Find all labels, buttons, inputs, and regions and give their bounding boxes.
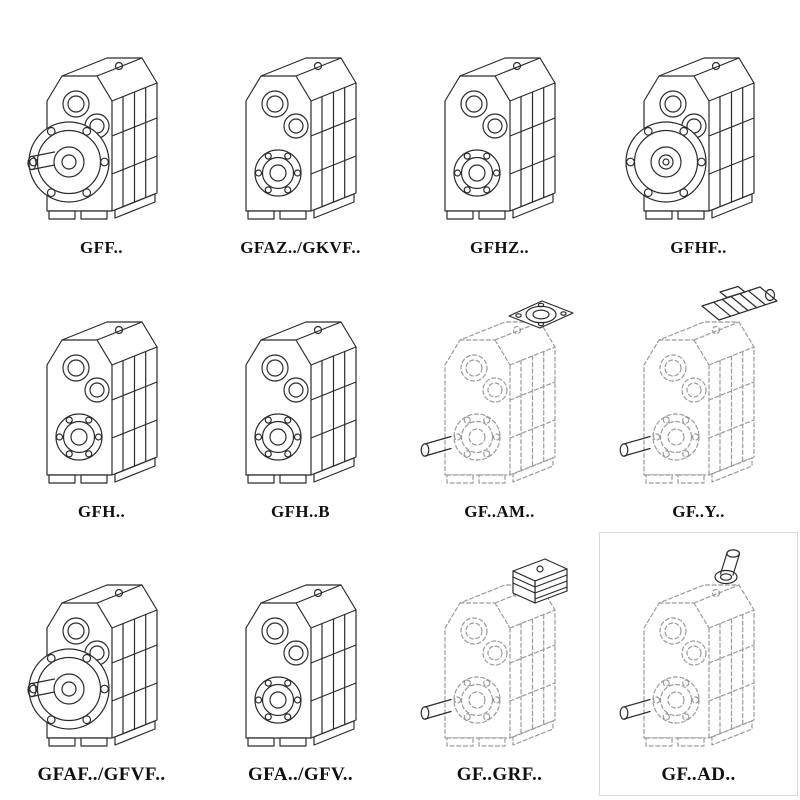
model-label: GFA../GFV.. xyxy=(247,764,354,785)
gearbox-line-art xyxy=(17,57,158,220)
model-label: GFHF.. xyxy=(670,238,727,257)
gearbox-drawing-input-shaft-adapter xyxy=(599,532,798,762)
model-label: GF..GRF.. xyxy=(456,764,543,785)
gearbox-drawing-with-motor xyxy=(599,268,798,500)
model-label: GF..AD.. xyxy=(661,764,736,785)
catalog-cell-gfaf-gfvf: GFAF../GFVF.. xyxy=(2,532,201,796)
gearbox-line-art xyxy=(619,285,778,484)
gearbox-drawing-flange-bore xyxy=(599,4,798,236)
gearbox-drawing-hollow-shaft xyxy=(201,4,400,236)
model-label: GFH.. xyxy=(77,502,126,521)
gearbox-line-art xyxy=(614,57,755,220)
catalog-cell-gfaz-gkvf: GFAZ../GKVF.. xyxy=(201,4,400,268)
catalog-cell-gfh: GFH.. xyxy=(2,268,201,532)
catalog-cell-gfhz: GFHZ.. xyxy=(400,4,599,268)
catalog-cell-gfh-b: GFH..B xyxy=(201,268,400,532)
gearbox-drawing-flange-shaft xyxy=(2,4,201,236)
gearbox-drawing-hollow-shaft xyxy=(201,532,400,762)
catalog-cell-gfhf: GFHF.. xyxy=(599,4,798,268)
gearbox-line-art xyxy=(244,321,357,484)
catalog-cell-gf-grf: GF..GRF.. xyxy=(400,532,599,796)
catalog-cell-gf-am: GF..AM.. xyxy=(400,268,599,532)
gearbox-line-art xyxy=(420,558,568,747)
gearbox-line-art xyxy=(244,584,357,747)
gearbox-drawing-finned-adapter xyxy=(400,532,599,762)
model-label: GFAF../GFVF.. xyxy=(37,764,166,785)
gearbox-drawing-input-flange-adapter xyxy=(400,268,599,500)
gearbox-line-art xyxy=(244,57,357,220)
model-label: GFH..B xyxy=(270,502,331,521)
model-label: GFHZ.. xyxy=(469,238,530,257)
model-label: GF..Y.. xyxy=(672,502,725,521)
catalog-cell-gf-ad: GF..AD.. xyxy=(599,532,798,796)
model-label: GFF.. xyxy=(80,238,123,257)
gearbox-drawing-hollow-shaft xyxy=(400,4,599,236)
catalog-cell-gff: GFF.. xyxy=(2,4,201,268)
gearbox-line-art xyxy=(17,584,158,747)
gearbox-drawing-foot-mounted-b xyxy=(201,268,400,500)
catalog-cell-gfa-gfv: GFA../GFV.. xyxy=(201,532,400,796)
gearbox-line-art xyxy=(420,300,574,484)
gearbox-line-art xyxy=(443,57,556,220)
model-label: GFAZ../GKVF.. xyxy=(240,238,361,257)
model-label: GF..AM.. xyxy=(464,502,535,521)
gearbox-drawing-flange-shaft xyxy=(2,532,201,762)
catalog-cell-gf-y: GF..Y.. xyxy=(599,268,798,532)
gearbox-drawing-foot-mounted xyxy=(2,268,201,500)
gearbox-line-art xyxy=(45,321,158,484)
gearbox-line-art xyxy=(619,549,755,747)
